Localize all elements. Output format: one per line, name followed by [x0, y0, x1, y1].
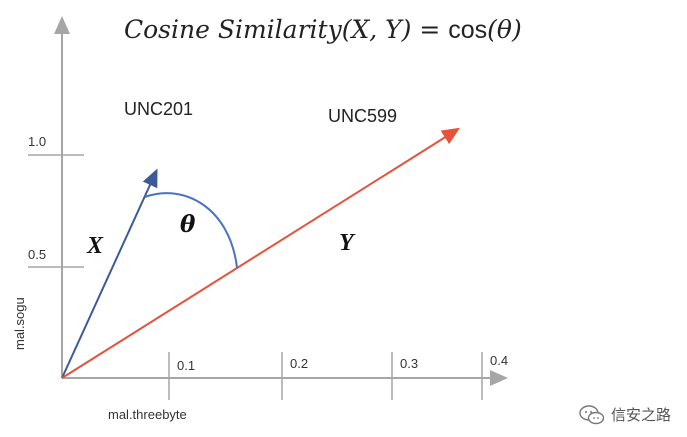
- vector-y-symbol: Y: [339, 230, 356, 256]
- y-axis-label: mal.sogu: [12, 297, 27, 350]
- formula-cos: cos: [448, 16, 487, 44]
- x-tick-label-0.3: 0.3: [400, 356, 418, 371]
- y-tick-label-0.5: 0.5: [28, 247, 46, 262]
- x-axis-label: mal.threebyte: [108, 407, 187, 422]
- vector-x-arrow: [61, 168, 158, 379]
- wechat-icon: [579, 404, 605, 424]
- watermark-text: 信安之路: [610, 406, 671, 424]
- x-tick-label-0.2: 0.2: [290, 356, 308, 371]
- vector-y-arrow: [61, 127, 461, 379]
- y-tick-label-1: 1.0: [28, 134, 46, 149]
- formula-lhs: Cosine Similarity: [124, 15, 343, 44]
- formula-theta: (θ): [487, 15, 522, 44]
- vector-y-name: UNC599: [328, 106, 397, 126]
- vector-x-name: UNC201: [124, 99, 193, 119]
- formula-title: Cosine Similarity(X, Y) = cos(θ): [124, 15, 522, 44]
- watermark: 信安之路: [579, 404, 671, 425]
- angle-arc: [144, 192, 238, 269]
- vector-x-symbol: X: [86, 233, 104, 259]
- x-tick-label-0.1: 0.1: [177, 358, 195, 373]
- x-tick-label-0.4: 0.4: [490, 353, 508, 368]
- formula-args: (X, Y) =: [342, 15, 449, 44]
- angle-symbol: θ: [180, 211, 196, 238]
